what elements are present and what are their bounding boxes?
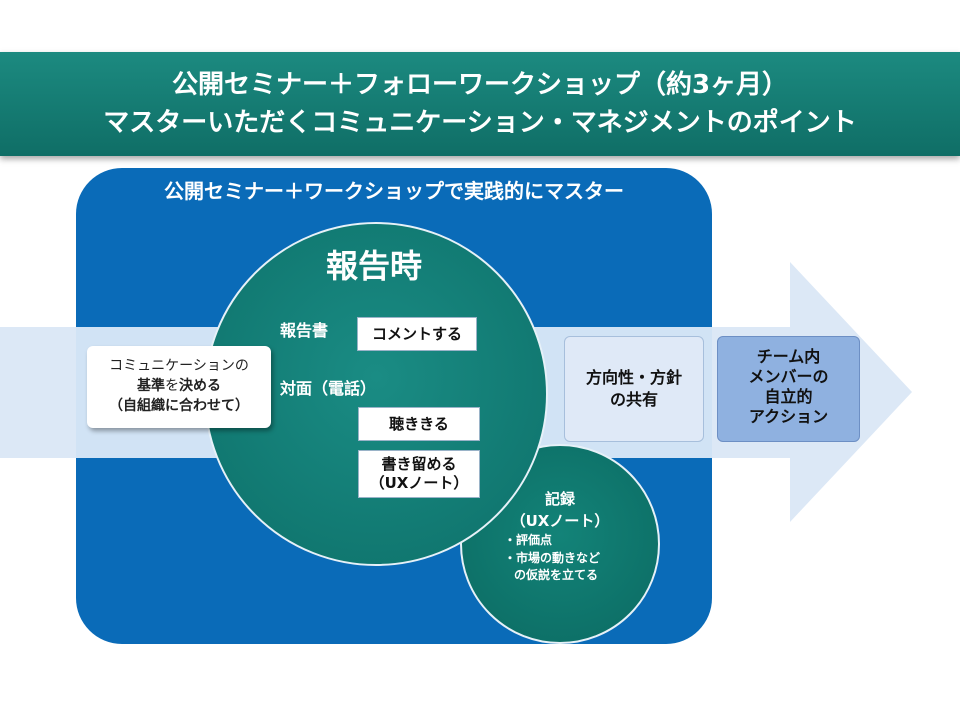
criteria-particle: を [165, 378, 179, 394]
record-title-line1: 記録 [544, 490, 575, 508]
report-document-label: 報告書 [280, 321, 329, 340]
header-title-line1: 公開セミナー＋フォローワークショップ（約3ヶ月） [171, 70, 789, 100]
criteria-box: コミュニケーションの 基準を決める （自組織に合わせて） [87, 346, 271, 428]
write-down-box: 書き留める （UXノート） [358, 450, 480, 498]
record-bullet-evaluation: ・評価点 [504, 533, 553, 547]
policy-sharing-box: 方向性・方針 の共有 [564, 336, 704, 442]
criteria-line2: 基準を決める [87, 376, 271, 396]
policy-line1: 方向性・方針 [585, 368, 682, 387]
team-line1: チーム内 [756, 347, 821, 366]
listen-box: 聴ききる [358, 407, 480, 441]
criteria-decide: 決める [179, 378, 221, 394]
record-bullet-market: ・市場の動きなど [504, 551, 601, 565]
panel-title: 公開セミナー＋ワークショップで実践的にマスター [164, 179, 624, 203]
comment-box: コメントする [357, 317, 477, 351]
report-circle-title: 報告時 [325, 247, 422, 285]
team-line4: アクション [748, 407, 829, 426]
header-title-line2: マスターいただくコミュニケーション・マネジメントのポイント [103, 108, 857, 138]
criteria-line1: コミュニケーションの [109, 358, 249, 374]
write-down-line2: （UXノート） [369, 474, 469, 492]
team-line2: メンバーの [748, 367, 829, 386]
criteria-standard: 基準 [137, 378, 165, 394]
write-down-line1: 書き留める [381, 455, 457, 473]
record-bullet-hypothesis: の仮説を立てる [514, 568, 599, 582]
face-to-face-label: 対面（電話） [280, 379, 377, 398]
policy-line2: の共有 [609, 390, 658, 409]
record-circle-title: 記録 （UXノート） [460, 488, 660, 532]
header-banner: 公開セミナー＋フォローワークショップ（約3ヶ月） マスターいただくコミュニケーシ… [0, 52, 960, 156]
record-title-line2: （UXノート） [510, 512, 610, 530]
criteria-line3: （自組織に合わせて） [109, 398, 249, 414]
team-action-box: チーム内 メンバーの 自立的 アクション [717, 336, 860, 442]
team-line3: 自立的 [764, 387, 813, 406]
